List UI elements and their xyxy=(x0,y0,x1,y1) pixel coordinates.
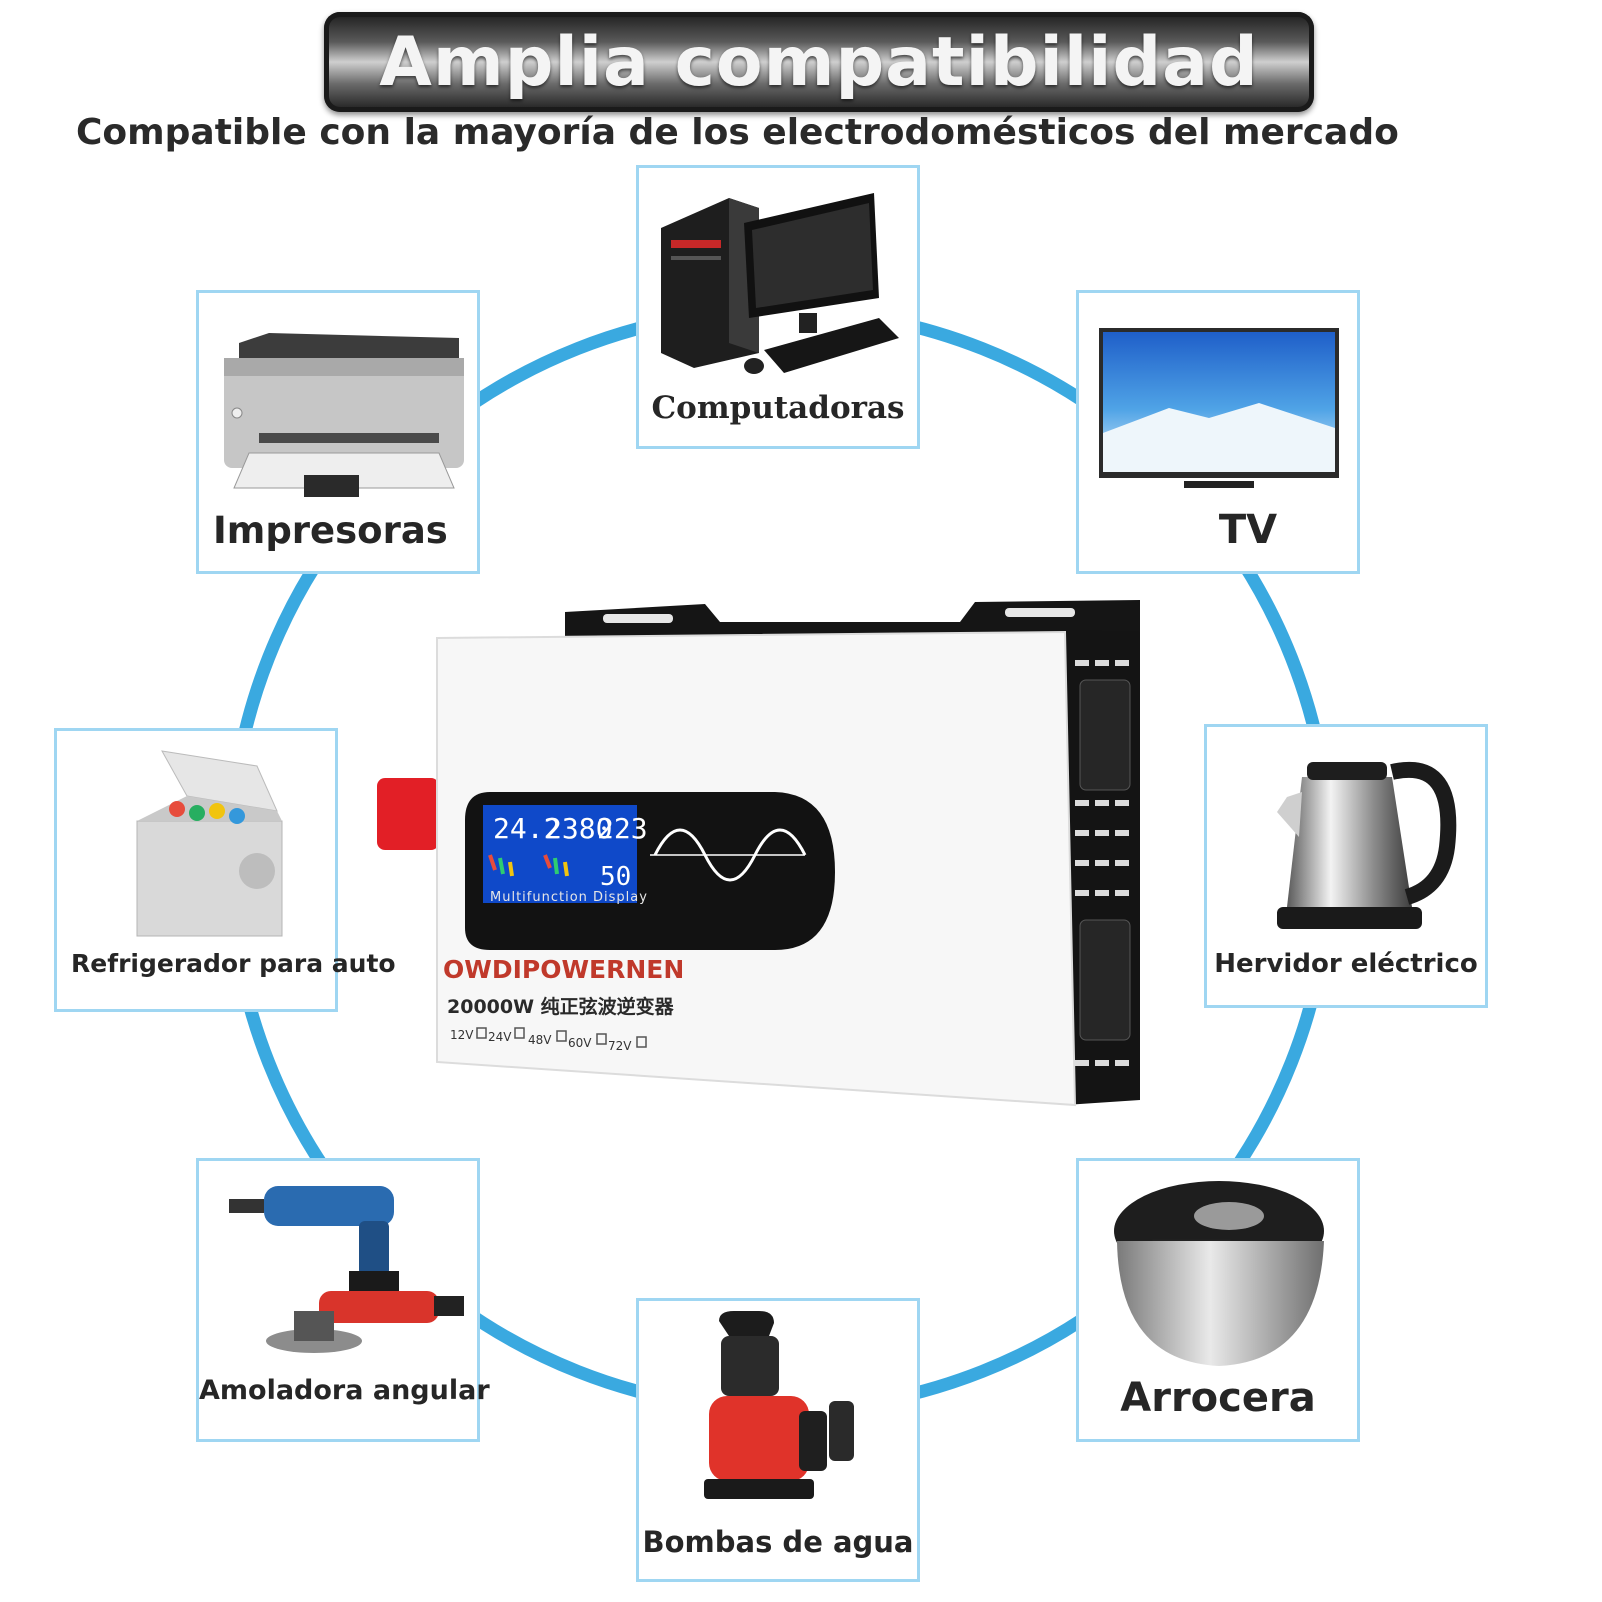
lcd-caption: Multifunction Display xyxy=(490,890,648,905)
voltage-option: 60V xyxy=(568,1036,592,1050)
inverter-body xyxy=(377,600,1140,1107)
card-hervidor: Hervidor eléctrico xyxy=(1204,724,1488,1008)
lcd-dc-value: 24.2 xyxy=(493,812,561,845)
lcd-ac-value: 223 xyxy=(597,812,648,845)
computer-icon xyxy=(661,193,899,374)
lcd-power-value: 2380 xyxy=(545,812,613,845)
lcd-freq-value: 50 xyxy=(600,862,632,892)
water-pump-icon xyxy=(704,1311,854,1499)
card-bombas: Bombas de agua xyxy=(636,1298,920,1582)
card-tv: TV xyxy=(1076,290,1360,574)
card-refrigerador: Refrigerador para auto xyxy=(54,728,396,1012)
card-computadoras: Computadoras xyxy=(636,165,920,449)
car-fridge-icon xyxy=(136,750,283,937)
card-label: Bombas de agua xyxy=(642,1525,914,1559)
kettle-icon xyxy=(1277,761,1457,929)
printer-icon xyxy=(224,333,464,497)
card-arrocera: Arrocera xyxy=(1076,1158,1360,1442)
title-banner: Amplia compatibilidad xyxy=(324,12,1314,112)
voltage-option: 72V xyxy=(608,1039,632,1053)
card-label: Impresoras xyxy=(213,509,448,552)
rice-cooker-icon xyxy=(1114,1181,1324,1366)
card-amoladora: Amoladora angular xyxy=(196,1158,490,1442)
card-label: Refrigerador para auto xyxy=(71,949,396,978)
voltage-option: 12V xyxy=(450,1028,474,1042)
card-label: TV xyxy=(1218,507,1278,553)
page-subtitle: Compatible con la mayoría de los electro… xyxy=(76,112,1399,153)
inverter-model: 20000W 纯正弦波逆变器 xyxy=(447,996,674,1018)
voltage-option: 48V xyxy=(528,1033,552,1047)
angle-grinder-icon xyxy=(229,1186,464,1353)
card-label: Arrocera xyxy=(1120,1375,1316,1421)
card-label: Computadoras xyxy=(651,390,905,426)
inverter-brand: OWDIPOWERNEN xyxy=(443,955,685,984)
card-impresoras: Impresoras xyxy=(196,290,480,574)
power-inverter: 24.2 2380 223 50 Multifunction Display O… xyxy=(375,600,1155,1110)
card-label: Hervidor eléctrico xyxy=(1214,949,1478,979)
voltage-option: 24V xyxy=(488,1030,512,1044)
tv-icon xyxy=(1099,328,1339,488)
page-title: Amplia compatibilidad xyxy=(379,22,1259,102)
card-label: Amoladora angular xyxy=(199,1375,490,1406)
